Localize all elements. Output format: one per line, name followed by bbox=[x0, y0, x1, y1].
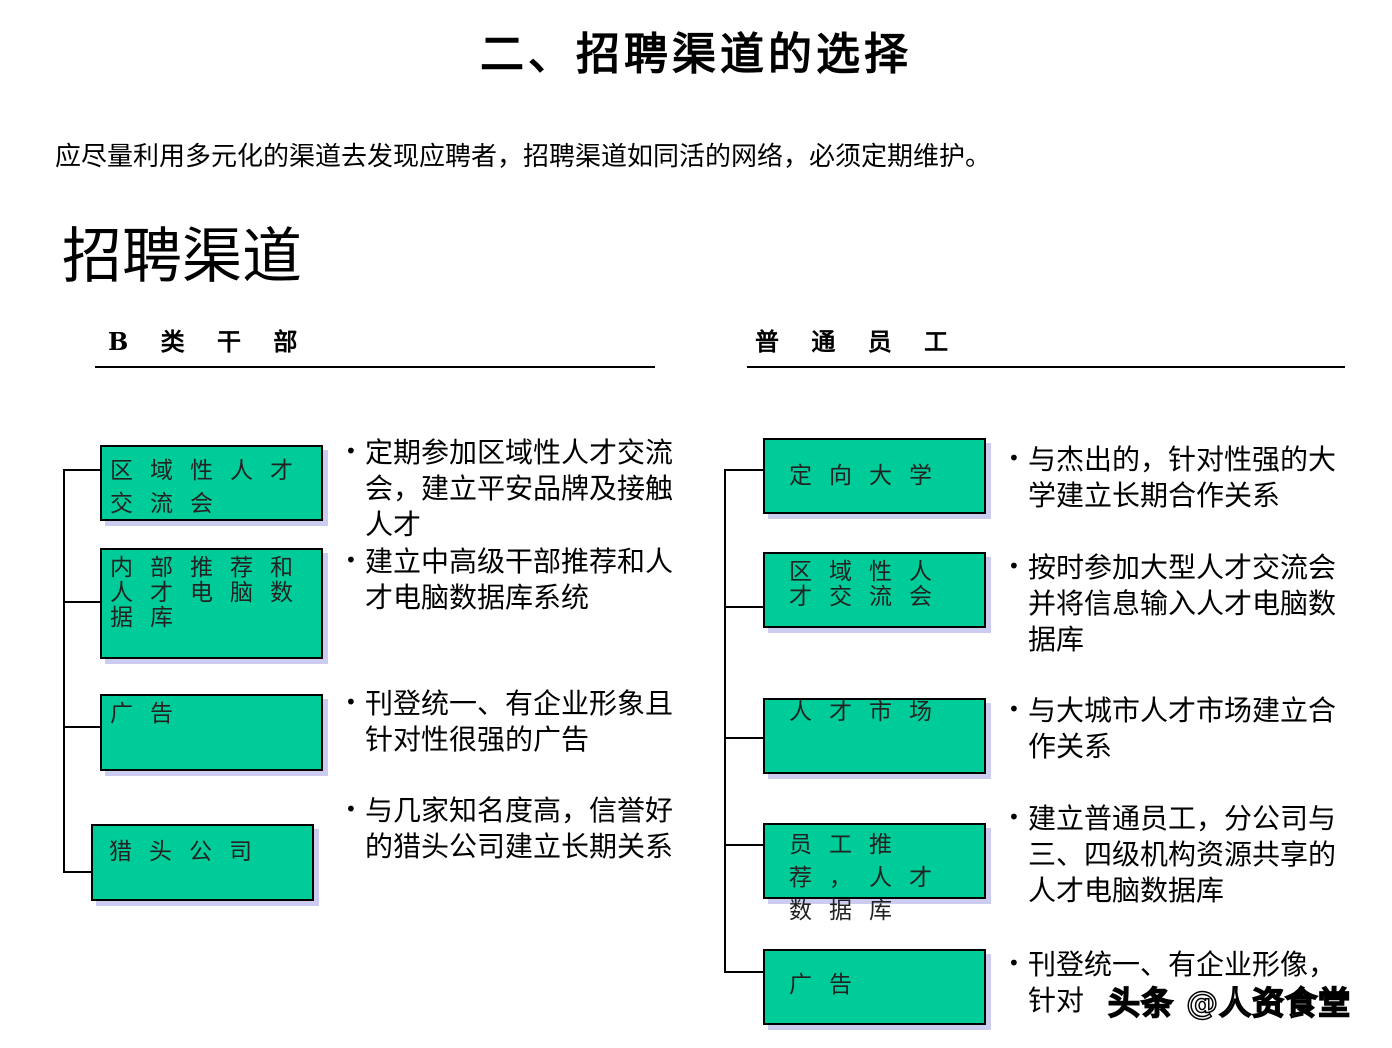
connector bbox=[724, 469, 763, 471]
left-rule bbox=[95, 366, 655, 368]
channel-description: 按时参加大型人才交流会并将信息输入人才电脑数据库 bbox=[1008, 548, 1348, 658]
channel-description: 与几家知名度高，信誉好的猎头公司建立长期关系 bbox=[345, 791, 675, 865]
connector bbox=[63, 469, 100, 471]
channel-description: 建立普通员工，分公司与三、四级机构资源共享的人才电脑数据库 bbox=[1008, 799, 1348, 909]
connector bbox=[63, 601, 100, 603]
channel-description: 与杰出的，针对性强的大学建立长期合作关系 bbox=[1008, 440, 1348, 514]
right-rule bbox=[747, 366, 1345, 368]
channel-description: 与大城市人才市场建立合作关系 bbox=[1008, 691, 1348, 765]
connector bbox=[724, 971, 763, 973]
connector bbox=[724, 606, 763, 608]
connector bbox=[724, 844, 763, 846]
channel-box: 广告 bbox=[763, 949, 986, 1025]
channel-box: 人才市场 bbox=[763, 698, 986, 774]
watermark: 头条 @人资食堂 bbox=[1107, 983, 1352, 1023]
connector bbox=[63, 726, 100, 728]
channel-description: 刊登统一、有企业形像，针对 bbox=[1008, 945, 1348, 1019]
channel-description: 刊登统一、有企业形象且针对性很强的广告 bbox=[345, 684, 675, 758]
section-title: 招聘渠道 bbox=[62, 222, 302, 292]
channel-box: 区域性人才交流会 bbox=[100, 445, 323, 521]
connector bbox=[63, 871, 91, 873]
connector bbox=[724, 737, 763, 739]
channel-box: 区域性人才交流会 bbox=[763, 552, 986, 628]
channel-description: 建立中高级干部推荐和人才电脑数据库系统 bbox=[345, 542, 675, 616]
left-bracket bbox=[63, 470, 65, 873]
channel-box: 员工推荐，人才数据库 bbox=[763, 823, 986, 924]
page-title: 二、招聘渠道的选择 bbox=[480, 29, 912, 80]
subtitle: 应尽量利用多元化的渠道去发现应聘者，招聘渠道如同活的网络，必须定期维护。 bbox=[55, 142, 992, 172]
channel-box: 广告 bbox=[100, 694, 323, 771]
channel-box: 定向大学 bbox=[763, 438, 986, 514]
right-bracket bbox=[724, 470, 726, 973]
channel-box: 内部推荐和人才电脑数据库 bbox=[100, 548, 323, 659]
channel-box: 猎头公司 bbox=[91, 824, 314, 901]
right-heading: 普 通 员 工 bbox=[755, 327, 961, 356]
channel-description: 定期参加区域性人才交流会，建立平安品牌及接触人才 bbox=[345, 433, 675, 543]
left-heading: B 类 干 部 bbox=[108, 327, 310, 356]
